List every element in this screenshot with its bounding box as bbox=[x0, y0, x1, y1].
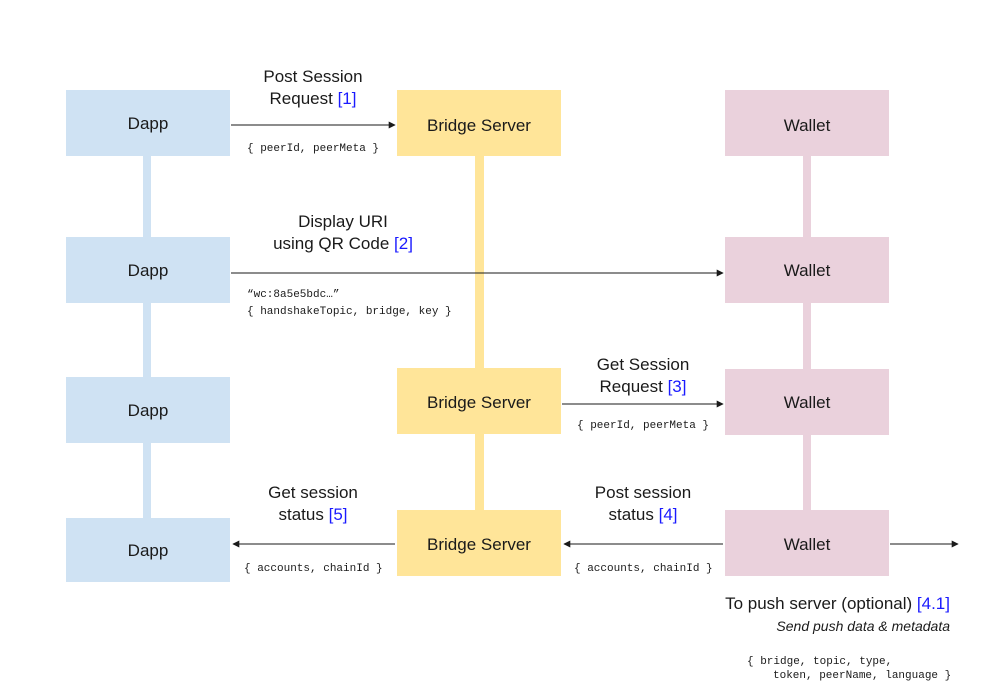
bridge-label: Bridge Server bbox=[427, 116, 531, 135]
step-4-1-ref: [4.1] bbox=[917, 594, 950, 613]
step-2-line2: using QR Code [2] bbox=[273, 234, 413, 253]
step-2-payload: { handshakeTopic, bridge, key } bbox=[247, 306, 452, 318]
wallet-node-4: Wallet bbox=[725, 510, 889, 576]
step-2-label: using QR Code bbox=[273, 234, 389, 253]
step-5-line1: Get session bbox=[268, 483, 358, 502]
step-4-ref: [4] bbox=[659, 505, 678, 524]
step-4-1-payload-2: token, peerName, language } bbox=[773, 670, 951, 682]
step-1-label: Request bbox=[270, 89, 334, 108]
wallet-label: Wallet bbox=[784, 393, 831, 412]
dapp-label: Dapp bbox=[128, 401, 169, 420]
step-4-1-label: To push server (optional) bbox=[725, 594, 912, 613]
step-4-1-payload-1: { bridge, topic, type, bbox=[747, 656, 892, 668]
step-4-line2: status [4] bbox=[609, 505, 678, 524]
step-3-payload: { peerId, peerMeta } bbox=[577, 420, 709, 432]
step-4-1-subtitle: Send push data & metadata bbox=[776, 618, 950, 634]
step-5-line2: status [5] bbox=[279, 505, 348, 524]
bridge-node-2: Bridge Server bbox=[397, 368, 561, 434]
bridge-node-3: Bridge Server bbox=[397, 510, 561, 576]
dapp-node-4: Dapp bbox=[66, 518, 230, 582]
wallet-label: Wallet bbox=[784, 535, 831, 554]
wallet-label: Wallet bbox=[784, 116, 831, 135]
wallet-node-3: Wallet bbox=[725, 369, 889, 435]
dapp-label: Dapp bbox=[128, 261, 169, 280]
dapp-node-1: Dapp bbox=[66, 90, 230, 156]
wallet-node-2: Wallet bbox=[725, 237, 889, 303]
bridge-label: Bridge Server bbox=[427, 535, 531, 554]
dapp-node-2: Dapp bbox=[66, 237, 230, 303]
step-1-ref: [1] bbox=[338, 89, 357, 108]
wallet-node-1: Wallet bbox=[725, 90, 889, 156]
wallet-lifeline bbox=[803, 150, 811, 530]
step-3-line1: Get Session bbox=[597, 355, 690, 374]
dapp-label: Dapp bbox=[128, 541, 169, 560]
step-1-line2: Request [1] bbox=[270, 89, 357, 108]
step-5-label: status bbox=[279, 505, 324, 524]
step-2-ref: [2] bbox=[394, 234, 413, 253]
dapp-node-3: Dapp bbox=[66, 377, 230, 443]
step-4-1-title: To push server (optional) [4.1] bbox=[725, 594, 950, 613]
step-3-label: Request bbox=[600, 377, 664, 396]
step-2-line1: Display URI bbox=[298, 212, 388, 231]
step-5-ref: [5] bbox=[329, 505, 348, 524]
step-3-ref: [3] bbox=[668, 377, 687, 396]
step-1-payload: { peerId, peerMeta } bbox=[247, 143, 379, 155]
bridge-label: Bridge Server bbox=[427, 393, 531, 412]
step-4-label: status bbox=[609, 505, 654, 524]
dapp-label: Dapp bbox=[128, 114, 169, 133]
step-4-line1: Post session bbox=[595, 483, 691, 502]
step-5-payload: { accounts, chainId } bbox=[244, 563, 383, 575]
step-3-line2: Request [3] bbox=[600, 377, 687, 396]
bridge-lifeline bbox=[475, 150, 484, 530]
bridge-node-1: Bridge Server bbox=[397, 90, 561, 156]
step-4-payload: { accounts, chainId } bbox=[574, 563, 713, 575]
wallet-label: Wallet bbox=[784, 261, 831, 280]
dapp-lifeline bbox=[143, 150, 151, 530]
step-2-uri: “wc:8a5e5bdc…” bbox=[247, 289, 339, 301]
step-1-line1: Post Session bbox=[263, 67, 362, 86]
